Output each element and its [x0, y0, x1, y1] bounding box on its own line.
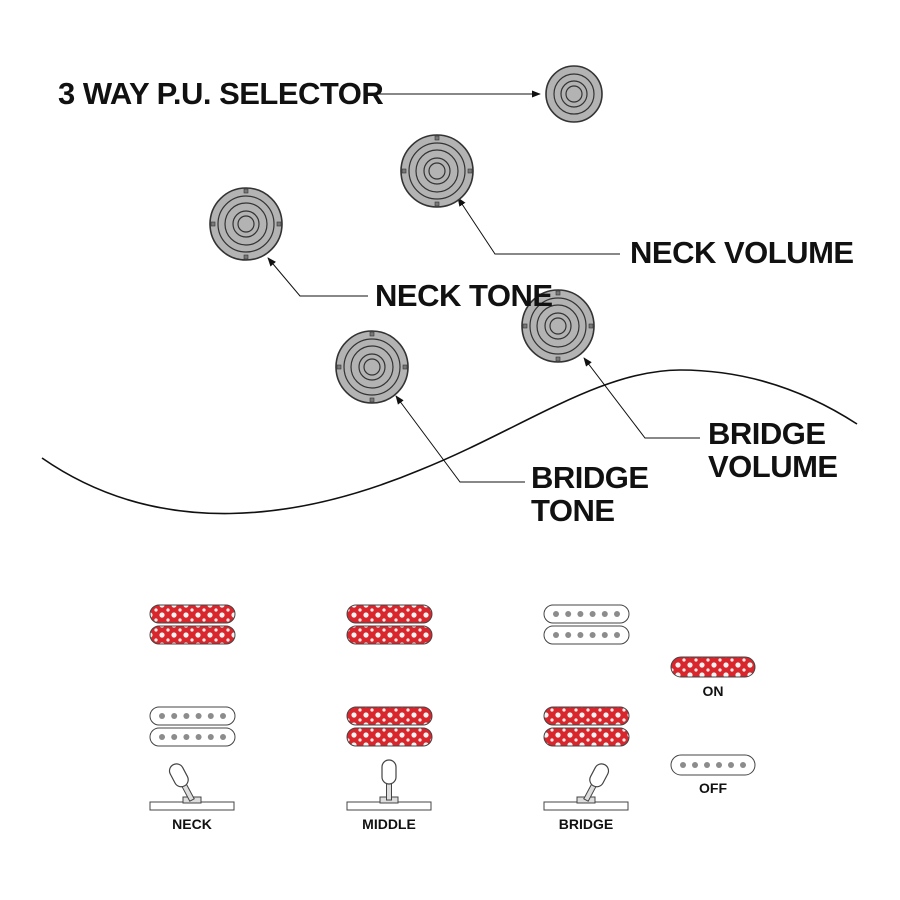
bridge-volume-label-line2: VOLUME: [708, 449, 838, 484]
legend-on-pickup: [670, 656, 756, 678]
switch-position-neck: NECK: [149, 604, 236, 832]
bridge-volume-label-line1: BRIDGE: [708, 416, 826, 451]
neck-pickup: [543, 604, 630, 645]
neck-pickup: [346, 604, 433, 645]
toggle-switch: [346, 759, 432, 811]
toggle-switch: [149, 763, 235, 811]
bridge-pickup: [346, 706, 433, 747]
bridge-volume-leader: [583, 357, 700, 439]
neck-tone-knob: [209, 187, 283, 261]
pickup-coil: [346, 604, 433, 624]
bridge-volume-knob: [521, 289, 595, 363]
position-label: MIDDLE: [362, 816, 416, 832]
bridge-tone-knob: [335, 330, 409, 404]
pickup-coil: [543, 604, 630, 624]
legend-off-coil: [670, 754, 756, 776]
legend-off-label: OFF: [699, 780, 727, 796]
position-label: NECK: [172, 816, 212, 832]
switch-position-bridge: BRIDGE: [543, 604, 630, 832]
selector-knob: [545, 65, 603, 123]
selector-label: 3 WAY P.U. SELECTOR: [58, 76, 383, 111]
neck-volume-label: NECK VOLUME: [630, 235, 854, 270]
pickup-coil: [543, 625, 630, 645]
legend-on-label: ON: [703, 683, 724, 699]
control-knobs: [209, 65, 603, 404]
pickup-coil: [346, 727, 433, 747]
pickup-coil: [346, 706, 433, 726]
bridge-tone-leader: [395, 395, 525, 483]
legend-off-pickup: [670, 754, 756, 776]
legend: ON OFF: [670, 656, 756, 796]
neck-pickup: [149, 604, 236, 645]
legend-on-coil: [670, 656, 756, 678]
bridge-pickup: [543, 706, 630, 747]
pickup-coil: [149, 727, 236, 747]
neck-volume-knob: [400, 134, 474, 208]
pickup-coil: [149, 706, 236, 726]
bridge-pickup: [149, 706, 236, 747]
pickup-coil: [149, 625, 236, 645]
neck-tone-label: NECK TONE: [375, 278, 553, 313]
bridge-tone-label-line2: TONE: [531, 493, 615, 528]
toggle-switch: [543, 763, 629, 811]
guitar-body-outline: [41, 369, 858, 515]
position-label: BRIDGE: [559, 816, 613, 832]
bridge-tone-label-line1: BRIDGE: [531, 460, 649, 495]
switch-position-middle: MIDDLE: [346, 604, 433, 832]
pickup-coil: [346, 625, 433, 645]
switch-positions: NECK MIDDLE BRIDGE: [149, 604, 630, 832]
pickup-coil: [543, 727, 630, 747]
pickup-coil: [149, 604, 236, 624]
neck-volume-leader: [457, 197, 620, 255]
pickup-coil: [543, 706, 630, 726]
neck-tone-leader: [267, 257, 368, 297]
